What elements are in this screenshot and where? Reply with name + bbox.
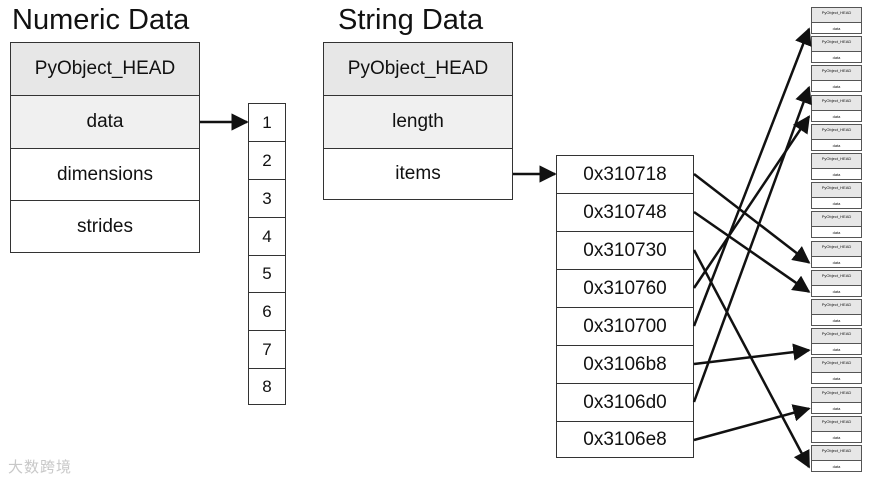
- string-field-pyobject-head: PyObject_HEAD: [323, 42, 513, 96]
- python-object-data: data: [811, 138, 862, 151]
- pointer-cell: 0x3106d0: [556, 383, 694, 422]
- python-object-data: data: [811, 430, 862, 443]
- pointer-cell: 0x3106e8: [556, 421, 694, 458]
- numeric-field-strides: strides: [10, 200, 200, 253]
- object-pointer-arrow: [692, 85, 812, 403]
- python-object-data: data: [811, 197, 862, 210]
- python-object-data: data: [811, 255, 862, 268]
- python-object-data: data: [811, 372, 862, 385]
- numeric-field-data: data: [10, 95, 200, 149]
- python-object-data: data: [811, 460, 862, 472]
- numeric-value-cell: 5: [248, 255, 286, 293]
- numeric-value-cell: 1: [248, 103, 286, 142]
- pointer-cell: 0x310730: [556, 231, 694, 270]
- numeric-field-pyobject-head: PyObject_HEAD: [10, 42, 200, 96]
- numeric-data-title: Numeric Data: [12, 4, 190, 36]
- pointer-cell: 0x310760: [556, 269, 694, 308]
- object-pointer-arrow: [692, 27, 812, 327]
- watermark-logo: 大数跨境: [8, 459, 73, 476]
- python-object-data: data: [811, 109, 862, 122]
- python-object-data: data: [811, 314, 862, 326]
- numeric-value-cell: 6: [248, 292, 286, 331]
- object-pointer-arrow: [693, 404, 811, 442]
- python-object-data: data: [811, 22, 862, 34]
- pointer-cell: 0x310748: [556, 193, 694, 232]
- numeric-value-cell: 8: [248, 368, 286, 405]
- python-object-data: data: [811, 343, 862, 356]
- python-object-data: data: [811, 226, 862, 239]
- pointer-cell: 0x310700: [556, 307, 694, 346]
- object-pointer-arrow: [693, 210, 811, 293]
- string-field-items: items: [323, 148, 513, 200]
- numeric-value-cell: 2: [248, 141, 286, 180]
- numeric-value-cell: 4: [248, 217, 286, 256]
- pointer-cell: 0x310718: [556, 155, 694, 194]
- string-data-title: String Data: [338, 4, 484, 36]
- python-object-data: data: [811, 401, 862, 414]
- python-object-data: data: [811, 168, 862, 180]
- numeric-value-cell: 3: [248, 179, 286, 218]
- object-pointer-arrow: [693, 343, 811, 366]
- object-pointer-arrow: [692, 115, 811, 289]
- object-pointer-arrow: [692, 249, 811, 469]
- object-pointer-arrow: [693, 173, 811, 264]
- python-object-data: data: [811, 51, 862, 64]
- numeric-value-cell: 7: [248, 330, 286, 369]
- python-object-data: data: [811, 284, 862, 297]
- python-object-head: PyObject_HEAD: [811, 182, 862, 199]
